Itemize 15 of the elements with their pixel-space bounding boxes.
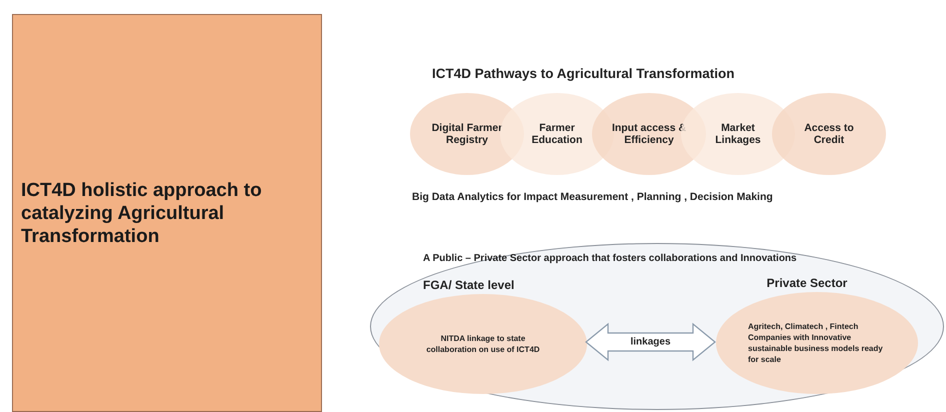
section-heading: Private Sector (766, 275, 848, 292)
panel-title: ICT4D holistic approach to catalyzing Agricultural Transformation (21, 178, 263, 248)
circle-text: Digital Farmer Registry (430, 122, 504, 146)
circle-text: Farmer Education (530, 122, 584, 146)
circle-text: Market Linkages (714, 122, 762, 146)
ellipse-text: NITDA linkage to state collaboration on use of ICT4D (425, 333, 541, 355)
diagram-title: ICT4D Pathways to Agricultural Transformation (432, 65, 735, 83)
circle-text: Access to Credit (803, 122, 855, 146)
container-heading: A Public – Private Sector approach that fosters collaborations and Innovations (423, 252, 797, 266)
note-text: Big Data Analytics for Impact Measurement , Planning , Decision Making (412, 190, 773, 205)
circle-text: Input access & Efficiency (610, 122, 688, 146)
ellipse-text: Agritech, Climatech , Fintech Companies with Innovative sustainable business models ready for scale (748, 321, 884, 365)
section-heading: FGA/ State level (423, 277, 516, 294)
edge-label: linkages (630, 334, 671, 350)
title-panel (12, 14, 322, 412)
